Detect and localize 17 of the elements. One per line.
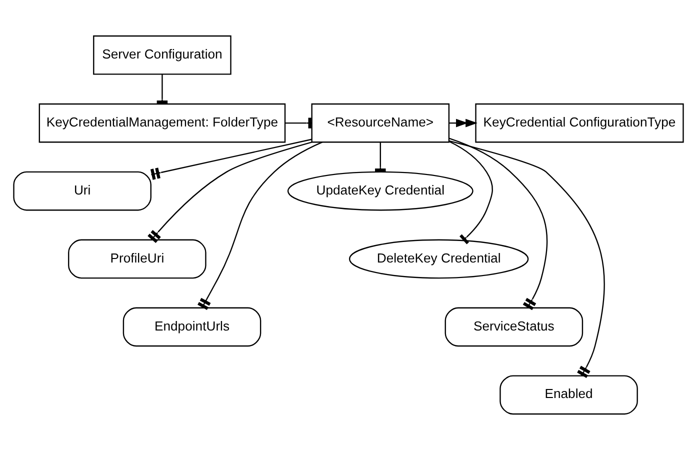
node-box: ProfileUri	[68, 239, 206, 279]
node-box: KeyCredentialManagement: FolderType	[38, 103, 286, 143]
node-box: EndpointUrls	[122, 307, 261, 347]
node-box: Uri	[12, 171, 151, 211]
connector	[448, 138, 548, 310]
node-box: KeyCredential ConfigurationType	[474, 103, 684, 143]
connector	[150, 138, 312, 180]
connector	[448, 141, 492, 244]
node-ellipse: UpdateKey Credential	[286, 171, 473, 211]
connector	[147, 142, 312, 244]
node-box: ServiceStatus	[444, 307, 583, 347]
node-box: <ResourceName>	[310, 103, 450, 143]
node-box: Enabled	[499, 375, 638, 415]
node-ellipse: DeleteKey Credential	[348, 239, 528, 279]
connector	[448, 140, 604, 378]
connector	[197, 142, 322, 310]
node-box: Server Configuration	[92, 35, 231, 75]
